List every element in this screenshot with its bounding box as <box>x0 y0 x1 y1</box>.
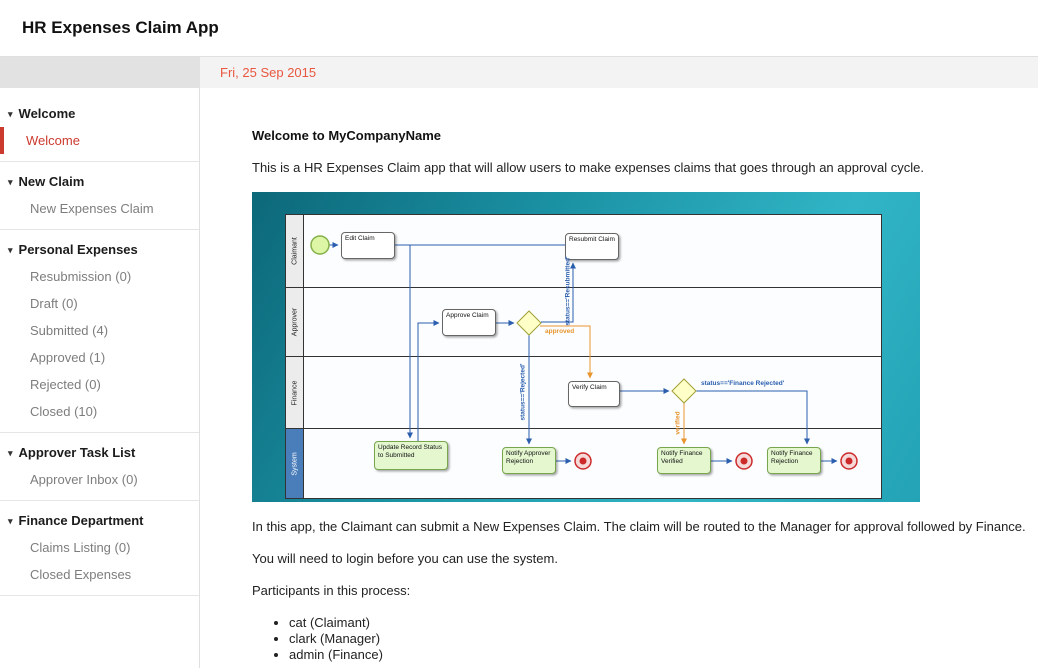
current-date-label: Fri, 25 Sep 2015 <box>220 65 317 80</box>
start-event-icon <box>310 235 330 255</box>
edge-label-verified: verified <box>674 411 682 435</box>
participants-paragraph: Participants in this process: <box>252 583 411 598</box>
flow-gateway-to-resubmit <box>541 262 576 323</box>
sidebar-section-personal-expenses: ▾ Personal Expenses Resubmission (0) Draf… <box>0 230 199 433</box>
page-title: Welcome to MyCompanyName <box>252 128 442 143</box>
task-notify-finance-rejection: Notify Finance Rejection <box>767 447 821 474</box>
sidebar-section-welcome: ▾ Welcome Welcome <box>0 94 199 162</box>
participant-item: admin (Finance) <box>289 647 1030 662</box>
intro-paragraph: This is a HR Expenses Claim app that wil… <box>252 160 924 175</box>
date-bar: Fri, 25 Sep 2015 <box>0 57 1038 88</box>
sidebar-section-approver-task-list: ▾ Approver Task List Approver Inbox (0) <box>0 433 199 501</box>
lane-approver: Approver <box>286 288 881 357</box>
edge-label-finance-rejected: status=='Finance Rejected' <box>701 380 785 387</box>
task-update-record-status: Update Record Status to Submitted <box>374 441 448 470</box>
caret-down-icon: ▾ <box>8 448 13 458</box>
login-paragraph: You will need to login before you can us… <box>252 551 558 566</box>
sidebar-header-finance-department[interactable]: ▾ Finance Department <box>0 507 199 534</box>
date-bar-right-panel: Fri, 25 Sep 2015 <box>200 57 1038 88</box>
sidebar-header-approver-task-list[interactable]: ▾ Approver Task List <box>0 439 199 466</box>
sidebar-item-draft[interactable]: Draft (0) <box>30 296 78 311</box>
sidebar-item-new-expenses-claim[interactable]: New Expenses Claim <box>30 201 154 216</box>
sidebar-nav: ▾ Welcome Welcome ▾ New Claim New Expenses… <box>0 88 200 668</box>
edge-label-resubmitted: status=='Resubmitted' <box>564 256 572 326</box>
flow-gateway2-to-notify-finance-rejection <box>696 390 810 445</box>
flow-update-record-to-approve <box>417 320 440 441</box>
end-event-icon <box>574 452 592 470</box>
edge-label-approved: approved <box>545 328 575 335</box>
participant-item: cat (Claimant) <box>289 615 1030 630</box>
flow-gateway-approved-to-verify <box>540 325 593 379</box>
sidebar-section-finance-department: ▾ Finance Department Claims Listing (0) C… <box>0 501 199 596</box>
app-title: HR Expenses Claim App <box>22 18 219 37</box>
sidebar-item-submitted[interactable]: Submitted (4) <box>30 323 109 338</box>
sidebar-item-approved[interactable]: Approved (1) <box>30 350 106 365</box>
lane-label-finance: Finance <box>286 357 304 428</box>
edge-label-rejected: status=='Rejected' <box>519 363 527 421</box>
task-notify-approver-rejection: Notify Approver Rejection <box>502 447 556 474</box>
lane-label-approver: Approver <box>286 288 304 356</box>
sidebar-item-rejected[interactable]: Rejected (0) <box>30 377 101 392</box>
task-edit-claim: Edit Claim <box>341 232 395 259</box>
sidebar-item-welcome[interactable]: Welcome <box>0 127 199 154</box>
sidebar-header-label: Finance Department <box>18 513 144 528</box>
sidebar-header-label: Approver Task List <box>18 445 136 460</box>
sidebar-header-personal-expenses[interactable]: ▾ Personal Expenses <box>0 236 199 263</box>
sidebar-item-resubmission[interactable]: Resubmission (0) <box>30 269 132 284</box>
date-bar-left-panel <box>0 57 200 88</box>
routing-paragraph: In this app, the Claimant can submit a N… <box>252 519 1026 534</box>
diagram-connectors <box>310 235 858 470</box>
caret-down-icon: ▾ <box>8 516 13 526</box>
lane-body <box>304 288 881 356</box>
sidebar-header-label: New Claim <box>18 174 85 189</box>
sidebar-header-new-claim[interactable]: ▾ New Claim <box>0 168 199 195</box>
lane-label-claimant: Claimant <box>286 215 304 287</box>
sidebar-header-label: Personal Expenses <box>18 242 138 257</box>
sidebar-item-approver-inbox[interactable]: Approver Inbox (0) <box>30 472 138 487</box>
lane-label-system: System <box>286 429 304 498</box>
bpmn-process-diagram: Claimant Approver Finance <box>252 192 920 502</box>
main-content: Welcome to MyCompanyName This is a HR Ex… <box>201 88 1038 668</box>
participant-item: clark (Manager) <box>289 631 1030 646</box>
caret-down-icon: ▾ <box>8 109 13 119</box>
task-notify-finance-verified: Notify Finance Verified <box>657 447 711 474</box>
sidebar-section-new-claim: ▾ New Claim New Expenses Claim <box>0 162 199 230</box>
sidebar-header-label: Welcome <box>18 106 76 121</box>
caret-down-icon: ▾ <box>8 177 13 187</box>
gateway-finance-icon <box>671 378 697 404</box>
sidebar-item-closed-expenses[interactable]: Closed Expenses <box>30 567 132 582</box>
end-event-icon <box>840 452 858 470</box>
sidebar-item-closed[interactable]: Closed (10) <box>30 404 98 419</box>
task-approve-claim: Approve Claim <box>442 309 496 336</box>
sidebar-item-claims-listing[interactable]: Claims Listing (0) <box>30 540 131 555</box>
caret-down-icon: ▾ <box>8 245 13 255</box>
participants-list: cat (Claimant) clark (Manager) admin (Fi… <box>252 615 1030 662</box>
end-event-icon <box>735 452 753 470</box>
app-header: HR Expenses Claim App <box>0 0 1038 57</box>
gateway-approver-icon <box>516 310 542 336</box>
sidebar-header-welcome[interactable]: ▾ Welcome <box>0 100 199 127</box>
task-resubmit-claim: Resubmit Claim <box>565 233 619 260</box>
task-verify-claim: Verify Claim <box>568 381 620 407</box>
